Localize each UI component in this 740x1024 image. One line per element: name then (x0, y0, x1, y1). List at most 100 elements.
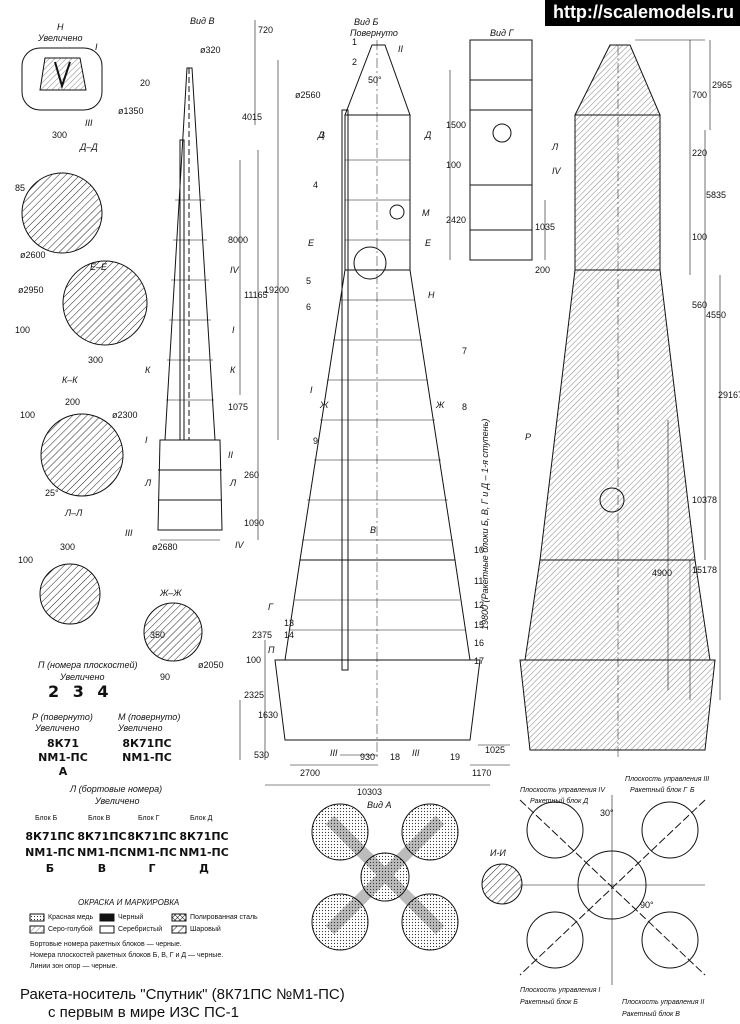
m-label-line1: 8К71ПС (122, 737, 172, 750)
right-shaded-rocket (519, 39, 721, 760)
view-v-rocket (157, 67, 223, 531)
dim-d2560: ø2560 (295, 90, 321, 100)
control-planes-view (519, 795, 706, 985)
marker-e-left: Е (308, 238, 315, 248)
board-block-line1: 8К71ПС (77, 830, 127, 843)
detail-h-title: Н (57, 22, 64, 32)
angle-30: 30° (600, 808, 614, 818)
marker-l-g: Л (552, 142, 559, 152)
dim-10303: 10303 (357, 787, 383, 797)
section-zhzh-title: Ж–Ж (160, 588, 182, 598)
plane-numbers-digits: 2 3 4 (48, 682, 113, 701)
dim-100-b: 100 (20, 410, 36, 420)
dim-1170: 1170 (472, 768, 492, 778)
dim-720: 720 (258, 25, 274, 35)
marker-ii-v: II (228, 450, 234, 460)
plane-3-label: Плоскость управления III (625, 776, 710, 783)
dim-r-2965: 2965 (712, 80, 733, 90)
marker-g: Г (268, 602, 273, 612)
legend-item-grey-blue: Серо-голубой (48, 926, 93, 933)
marker-r: Р (525, 432, 532, 442)
dim-g-200: 200 (535, 265, 551, 275)
board-block-head: Блок Д (190, 815, 213, 822)
view-g-rocket (449, 39, 546, 261)
dim-r-220: 220 (692, 148, 708, 158)
board-block-line1: 8К71ПС (127, 830, 177, 843)
r-label-line2: NМ1-ПС (38, 751, 88, 764)
view-a-heading: Вид А (367, 800, 392, 810)
callout-14: 14 (284, 630, 295, 640)
callout-4: 4 (313, 180, 319, 190)
block-g-label: Ракетный блок Г (630, 787, 688, 794)
marker-iv-v2: IV (235, 540, 244, 550)
marker-iv-v: IV (230, 265, 239, 275)
dim-300-c: 300 (60, 542, 76, 552)
dim-100-a: 100 (15, 325, 31, 335)
dim-8000: 8000 (228, 235, 249, 245)
plane-numbers-subtitle: Увеличено (60, 672, 105, 682)
dim-r-4900: 4900 (652, 568, 673, 578)
callout-5: 5 (306, 276, 312, 286)
marker-zh-right: Ж (436, 400, 445, 410)
callout-15: 15 (474, 620, 485, 630)
board-block-line2: NМ1-ПС (127, 846, 177, 859)
dim-d320: ø320 (200, 45, 221, 55)
block-d-label: Ракетный блок Д (530, 798, 589, 805)
callout-17: 17 (474, 656, 485, 666)
view-b-heading: Вид Б (354, 17, 379, 27)
dim-19200: 19200 (264, 285, 290, 295)
dim-85: 85 (15, 183, 26, 193)
dim-r-29167: 29167 (718, 390, 740, 400)
view-g-heading: Вид Г (490, 28, 514, 38)
dim-r-560: 560 (692, 300, 708, 310)
marker-l-left: Л (145, 478, 152, 488)
callout-1: 1 (352, 37, 358, 47)
dim-19800-note: 19800 (Ракетные блоки Б, В, Г и Д – 1-я … (480, 418, 490, 630)
plane-numbers-title: П (номера плоскостей) (38, 660, 138, 670)
legend-item-polished-steel: Полированная сталь (190, 914, 258, 921)
callout-16: 16 (474, 638, 485, 648)
dim-d2600: ø2600 (20, 250, 46, 260)
angle-90: 90° (640, 900, 654, 910)
dim-90: 90 (160, 672, 171, 682)
marker-iii-b2: III (412, 748, 420, 758)
marker-m: М (422, 208, 430, 218)
dim-r-700: 700 (692, 90, 708, 100)
dim-530: 530 (254, 750, 270, 760)
marker-l-right: Л (230, 478, 237, 488)
legend-item-silver: Серебристый (118, 926, 163, 933)
callout-18: 18 (390, 752, 401, 762)
dim-260: 260 (244, 470, 260, 480)
dim-g-2420: 2420 (446, 215, 467, 225)
section-ll-title: Л–Л (65, 508, 83, 518)
dim-300-a: 300 (52, 130, 68, 140)
m-label-title: М (повернуто) (118, 712, 181, 722)
plane-arrow-b: Б (690, 787, 695, 794)
callout-11: 11 (474, 576, 484, 586)
legend-item-black: Черный (118, 914, 144, 921)
dim-930: 930 (360, 752, 376, 762)
detail-h-view (21, 47, 103, 111)
dim-r-10378: 10378 (692, 495, 718, 505)
dim-d2950: ø2950 (18, 285, 44, 295)
board-block-line3: В (97, 862, 107, 875)
dim-r-4550: 4550 (706, 310, 727, 320)
dim-200: 200 (65, 397, 81, 407)
legend-item-copper: Красная медь (48, 914, 94, 921)
section-ee-circle (62, 260, 148, 346)
callout-7: 7 (462, 346, 468, 356)
board-numbers-title: Л (бортовые номера) (70, 784, 163, 794)
r-label-title: Р (повернуто) (32, 712, 93, 722)
block-v-label: Ракетный блок В (622, 1011, 680, 1018)
dim-1630: 1630 (258, 710, 279, 720)
callout-6: 6 (306, 302, 312, 312)
r-label-line1: 8К71 (47, 737, 79, 750)
dim-1025: 1025 (485, 745, 506, 755)
legend-note-2: Номера плоскостей ракетных блоков Б, В, … (30, 952, 224, 959)
marker-p: П (268, 645, 275, 655)
detail-h-roman-1: I (95, 42, 98, 52)
dim-2700: 2700 (300, 768, 321, 778)
board-block-line3: Б (45, 862, 55, 875)
marker-i-v: I (232, 325, 235, 335)
